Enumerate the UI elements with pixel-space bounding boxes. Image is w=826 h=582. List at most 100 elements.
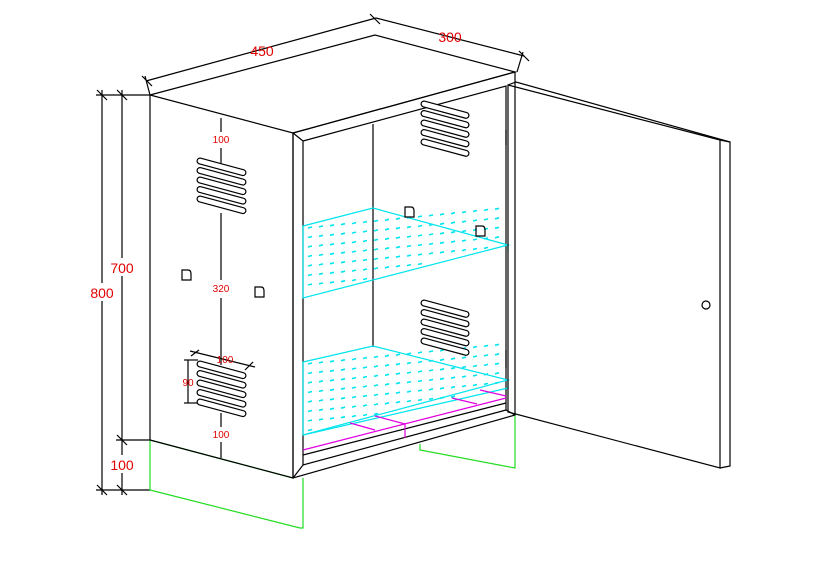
body-height-label: 700: [110, 260, 134, 276]
perforation: [373, 257, 379, 261]
perforation: [373, 238, 379, 242]
depth-label: 300: [438, 29, 462, 45]
perforation: [340, 232, 346, 235]
perforation: [406, 235, 412, 238]
perforation: [362, 249, 368, 252]
perforation: [340, 260, 346, 264]
perforation: [439, 368, 445, 371]
perforation: [307, 235, 313, 239]
perforation: [351, 405, 357, 408]
perforation: [318, 282, 324, 285]
perforation: [351, 357, 357, 361]
perforation: [329, 243, 335, 246]
perforation: [318, 408, 324, 412]
perforation: [340, 279, 346, 283]
perforation: [373, 393, 379, 397]
perforation: [428, 223, 434, 227]
perforation: [450, 357, 456, 360]
vent-slot: [421, 310, 469, 327]
vent-spacing-label: 320: [213, 284, 230, 295]
perforation: [417, 398, 423, 402]
perforation: [373, 403, 379, 406]
perforation: [384, 256, 390, 260]
perforation: [318, 234, 324, 238]
perforation: [318, 263, 324, 266]
cabinet-body: [147, 34, 518, 479]
width-label: 450: [250, 43, 274, 59]
perforation: [362, 220, 368, 224]
perforation: [340, 415, 346, 419]
perforation: [417, 224, 423, 228]
vent-width-label: 100: [217, 355, 234, 366]
perforation: [351, 259, 357, 263]
vent-slots: [196, 100, 470, 418]
perforation: [318, 225, 324, 228]
perforation: [472, 247, 478, 251]
perforation: [329, 281, 335, 284]
perforation: [439, 232, 445, 235]
perforation: [340, 358, 346, 362]
width-dimension: 450: [141, 13, 381, 96]
perforation: [395, 372, 401, 375]
perforation: [340, 377, 346, 381]
perforation: [395, 381, 401, 385]
perforation: [351, 278, 357, 282]
vent-slot: [197, 187, 246, 204]
perforation: [362, 230, 368, 233]
perforation: [494, 207, 500, 211]
perforation: [439, 349, 445, 352]
perforation: [373, 412, 379, 416]
perforation: [340, 396, 346, 400]
perforation: [428, 388, 434, 391]
perforation: [472, 383, 478, 387]
perforation: [461, 220, 467, 223]
perforation: [340, 222, 346, 226]
perforation: [384, 364, 390, 367]
perforation: [384, 373, 390, 377]
plinth-height-label: 100: [110, 457, 134, 473]
perforation: [472, 364, 478, 368]
perforation: [329, 379, 335, 382]
perforation: [373, 229, 379, 232]
perforation: [439, 213, 445, 216]
perforation: [439, 222, 445, 226]
perforation: [307, 283, 313, 286]
perforation: [428, 369, 434, 372]
perforation: [384, 237, 390, 241]
perforation: [406, 390, 412, 393]
perforation: [461, 248, 467, 252]
vent-slot: [421, 338, 469, 355]
perforation: [494, 362, 500, 366]
perforation: [417, 253, 423, 256]
perforation: [483, 344, 489, 348]
perforation: [329, 398, 335, 401]
perforation: [395, 236, 401, 239]
vent-slot: [197, 390, 246, 407]
perforation: [395, 362, 401, 366]
perforation: [483, 363, 489, 367]
perforation: [450, 221, 456, 224]
perforation: [362, 356, 368, 360]
plinth: [149, 415, 516, 529]
perforation: [406, 254, 412, 257]
vent-slot: [197, 399, 246, 416]
vent-dimensions: 100 320 100 90 100: [182, 118, 256, 458]
perforation: [472, 345, 478, 349]
perforation: [307, 381, 313, 384]
vent-slot: [421, 111, 469, 128]
perforation: [472, 209, 478, 213]
perforation: [494, 343, 500, 347]
perforation: [351, 240, 357, 244]
lower-shelf: [302, 345, 511, 436]
vent-slot: [421, 329, 469, 346]
perforation: [483, 246, 489, 250]
perforation: [439, 241, 445, 245]
perforation: [428, 252, 434, 255]
vent-slot: [197, 177, 246, 194]
perforation: [428, 350, 434, 353]
perforation: [417, 262, 423, 266]
perforation: [318, 244, 324, 247]
perforation: [417, 370, 423, 373]
perforation: [439, 377, 445, 381]
perforation: [384, 218, 390, 222]
